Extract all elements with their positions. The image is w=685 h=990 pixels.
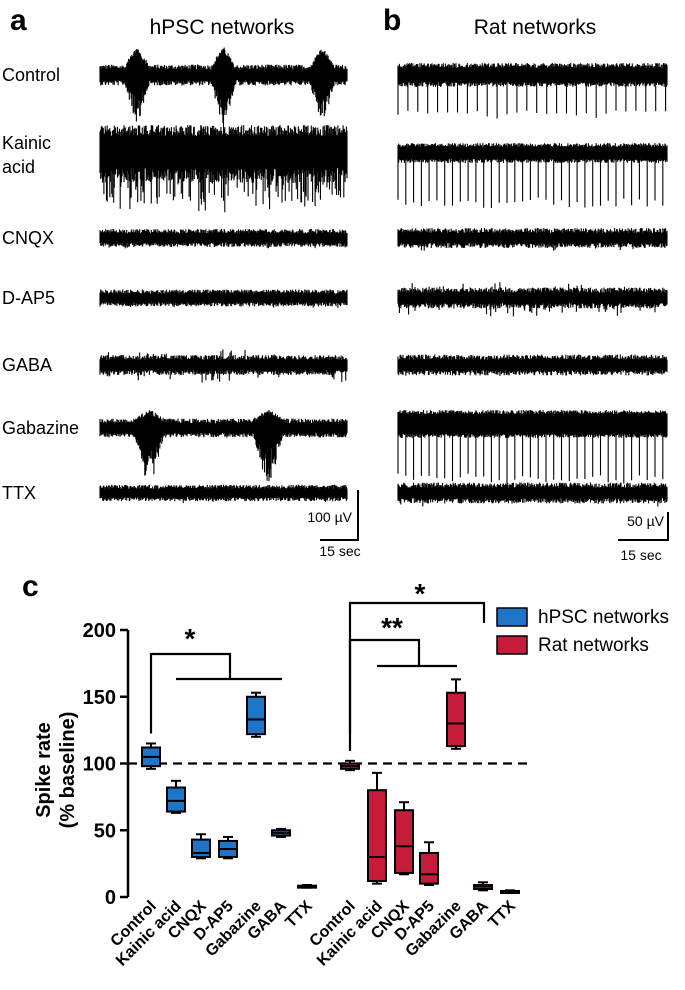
box-0-3: [218, 835, 238, 860]
box-1-2: [394, 801, 414, 876]
significance-bracket-0: [149, 652, 282, 734]
panel-b-traces: [397, 63, 668, 507]
trace-label-3: D-AP5: [2, 288, 55, 308]
panel-a-scale-voltage: 100 µV: [307, 509, 352, 525]
hpsc-trace-5: [99, 410, 348, 482]
significance-bracket-1: [348, 638, 457, 751]
trace-label-2: CNQX: [2, 228, 54, 248]
rat-trace-0: [397, 63, 668, 119]
box-0-2: [191, 833, 211, 860]
significance-label-1: **: [381, 612, 403, 643]
box-1-6: [500, 889, 520, 894]
panel-b: b Rat networks 50 µV 15 sec: [383, 4, 669, 563]
hpsc-trace-2: [99, 229, 348, 249]
panel-c-letter: c: [22, 570, 39, 603]
y-axis: 0 50 100 150 200: [83, 620, 528, 909]
box-iqr-1-4: [446, 691, 466, 748]
panel-b-title: Rat networks: [474, 16, 597, 39]
rat-trace-3: [397, 282, 668, 317]
panel-b-letter: b: [383, 4, 401, 37]
box-iqr-1-1: [367, 789, 387, 882]
significance-label-2: *: [415, 578, 426, 609]
y-tick-label-1: 50: [94, 820, 116, 842]
trace-label-0: Control: [2, 65, 60, 85]
panel-a-scale-time: 15 sec: [319, 543, 360, 559]
y-axis-title-line1: Spike rate: [33, 722, 55, 818]
significance-bracket-2: [348, 601, 486, 733]
box-1-3: [419, 841, 439, 886]
hpsc-trace-6: [99, 484, 348, 504]
y-tick-label-0: 0: [105, 887, 116, 909]
box-1-5: [473, 881, 493, 892]
y-axis-title-line2: (% baseline): [57, 712, 79, 829]
significance-1: **: [348, 612, 457, 751]
box-iqr-0-4: [246, 695, 266, 736]
legend-label-1: Rat networks: [538, 635, 649, 656]
legend-swatch-0: [496, 607, 528, 627]
rat-trace-4: [397, 354, 668, 376]
box-1-0: [340, 759, 360, 772]
box-iqr-0-2: [191, 838, 211, 858]
significance-brackets: ****: [149, 578, 486, 751]
panel-a-scale-bar: 100 µV 15 sec: [307, 490, 361, 559]
box-1-4: [446, 678, 466, 750]
rat-trace-1: [397, 143, 668, 208]
y-tick-label-2: 100: [83, 754, 116, 776]
trace-label-4: GABA: [2, 355, 52, 375]
hpsc-trace-0: [99, 47, 348, 132]
box-0-1: [166, 779, 186, 814]
panel-b-scale-time: 15 sec: [620, 547, 661, 563]
significance-2: *: [348, 578, 486, 733]
box-0-6: [297, 883, 317, 889]
rat-trace-2: [397, 228, 668, 251]
y-tick-label-4: 200: [83, 620, 116, 642]
hpsc-trace-3: [99, 289, 348, 308]
panel-a-scale-lines: [320, 490, 359, 541]
box-1-1: [367, 771, 387, 885]
y-tick-label-3: 150: [83, 687, 116, 709]
box-0-4: [246, 691, 266, 738]
box-0-5: [271, 827, 291, 838]
hpsc-trace-4: [99, 349, 348, 383]
panel-b-scale-lines: [618, 512, 669, 541]
panel-a-letter: a: [10, 4, 27, 37]
box-iqr-1-3: [419, 851, 439, 885]
panel-b-scale-bar: 50 µV 15 sec: [618, 512, 669, 563]
panel-b-scale-voltage: 50 µV: [627, 513, 665, 529]
box-iqr-0-1: [166, 786, 186, 813]
trace-label-1-line2: acid: [2, 157, 35, 177]
legend-label-0: hPSC networks: [538, 607, 669, 628]
box-iqr-1-2: [394, 809, 414, 874]
y-axis-title: Spike rate (% baseline): [33, 712, 79, 829]
trace-label-1: Kainic: [2, 133, 51, 153]
x-label-0-6: TTX: [282, 898, 316, 932]
x-label-1-6: TTX: [485, 898, 519, 932]
trace-label-6: TTX: [2, 483, 36, 503]
legend-swatch-1: [496, 635, 528, 655]
significance-label-0: *: [185, 623, 196, 654]
box-0-0: [141, 742, 161, 770]
rat-trace-5: [397, 410, 668, 484]
trace-label-5: Gabazine: [2, 418, 79, 438]
panel-a-title: hPSC networks: [150, 16, 295, 39]
rat-trace-6: [397, 482, 668, 507]
hpsc-trace-1: [99, 125, 348, 213]
box-plots: [141, 678, 520, 894]
significance-0: *: [149, 623, 282, 734]
